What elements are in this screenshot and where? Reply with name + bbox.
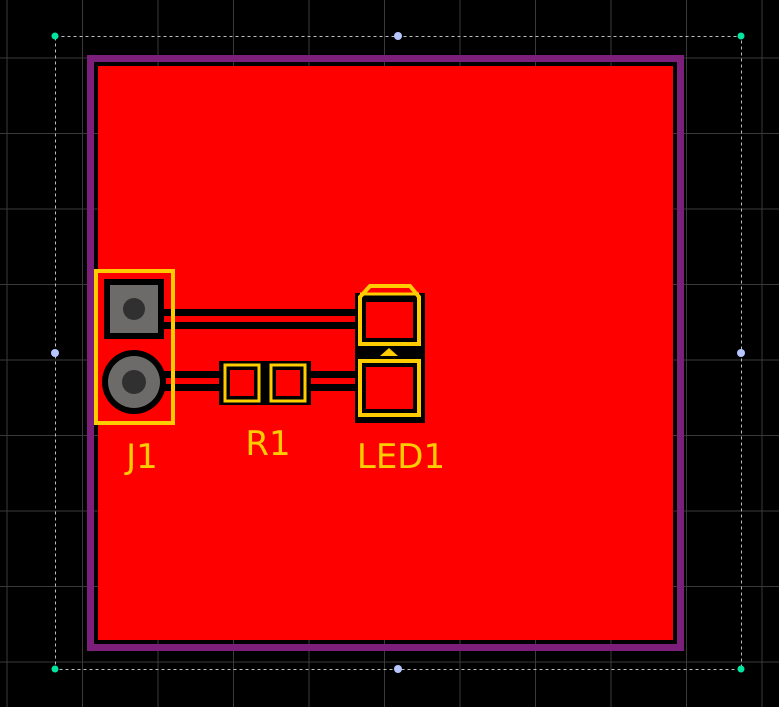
resize-handle-corner[interactable] xyxy=(51,665,59,673)
j1-pad2-drill xyxy=(122,370,146,394)
led1-silkscreen-bottom xyxy=(358,359,421,417)
r1-pad2[interactable] xyxy=(276,370,300,396)
r1-designator: R1 xyxy=(245,424,290,464)
selection-handles[interactable] xyxy=(51,32,745,673)
resize-handle-edge[interactable] xyxy=(394,32,402,40)
resize-handle-corner[interactable] xyxy=(737,32,745,40)
resize-handle-corner[interactable] xyxy=(737,665,745,673)
resize-handle-edge[interactable] xyxy=(51,349,59,357)
j1-silkscreen-outline xyxy=(94,269,175,425)
led1-designator: LED1 xyxy=(357,437,445,477)
resize-handle-edge[interactable] xyxy=(394,665,402,673)
j1-designator: J1 xyxy=(124,437,158,477)
led1-pad1[interactable] xyxy=(366,302,413,338)
component-j1[interactable]: J1 xyxy=(94,269,175,477)
resize-handle-corner[interactable] xyxy=(51,32,59,40)
led1-silkscreen-top xyxy=(358,284,421,346)
led1-pad2[interactable] xyxy=(366,367,413,409)
r1-silkscreen-right xyxy=(269,363,307,403)
led1-polarity-arrow xyxy=(380,348,398,356)
r1-silkscreen-left xyxy=(223,363,261,403)
j1-pad1-drill xyxy=(123,298,145,320)
board-outline[interactable] xyxy=(87,55,684,651)
component-r1[interactable]: R1 xyxy=(219,361,311,464)
component-led1[interactable]: LED1 xyxy=(355,284,445,477)
r1-pad1[interactable] xyxy=(230,370,254,396)
resize-handle-edge[interactable] xyxy=(737,349,745,357)
